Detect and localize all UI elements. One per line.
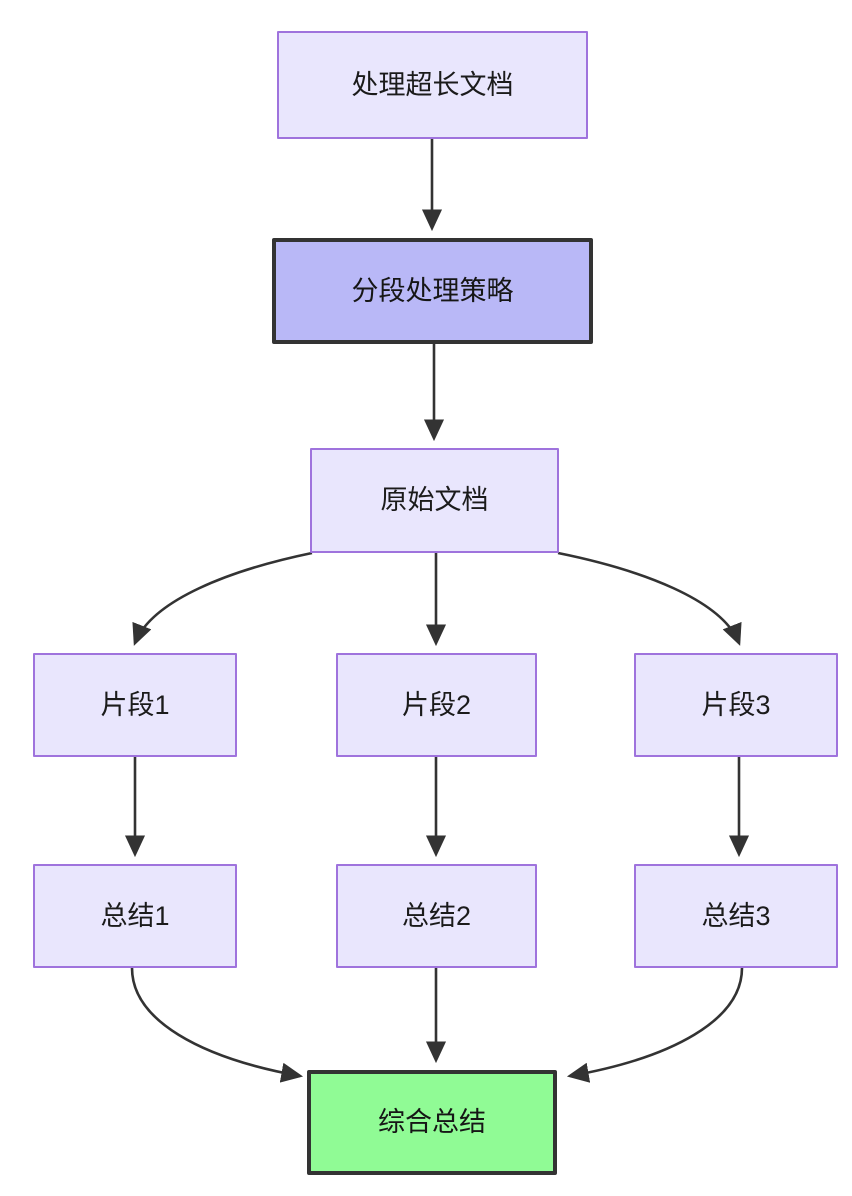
edge-source-document-to-fragment-1 [132, 551, 313, 646]
edge-summary-3-to-final-summary [566, 967, 744, 1083]
node-label-summary-2: 总结2 [401, 900, 472, 931]
node-label-summary-1: 总结1 [100, 900, 170, 931]
node-summary-1[interactable]: 总结1 [33, 864, 237, 968]
node-label-chunk-strategy: 分段处理策略 [351, 275, 514, 306]
node-label-source-document: 原始文档 [380, 485, 489, 516]
node-fragment-1[interactable]: 片段1 [33, 653, 237, 757]
node-label-final-summary: 综合总结 [378, 1107, 486, 1138]
node-chunk-strategy[interactable]: 分段处理策略 [272, 238, 593, 344]
node-fragment-3[interactable]: 片段3 [634, 653, 838, 757]
node-source-document[interactable]: 原始文档 [310, 448, 559, 553]
node-label-fragment-3: 片段3 [701, 689, 771, 720]
node-fragment-2[interactable]: 片段2 [336, 653, 537, 757]
node-label-summary-3: 总结3 [701, 900, 771, 931]
node-summary-2[interactable]: 总结2 [336, 864, 537, 968]
edge-summary-1-to-final-summary [130, 967, 304, 1083]
node-long-document[interactable]: 处理超长文档 [277, 31, 588, 139]
node-label-fragment-1: 片段1 [100, 689, 170, 720]
node-final-summary[interactable]: 综合总结 [307, 1070, 557, 1175]
node-summary-3[interactable]: 总结3 [634, 864, 838, 968]
edge-source-document-to-fragment-3 [557, 551, 742, 646]
node-label-long-document: 处理超长文档 [351, 69, 514, 100]
node-label-fragment-2: 片段2 [401, 689, 472, 720]
